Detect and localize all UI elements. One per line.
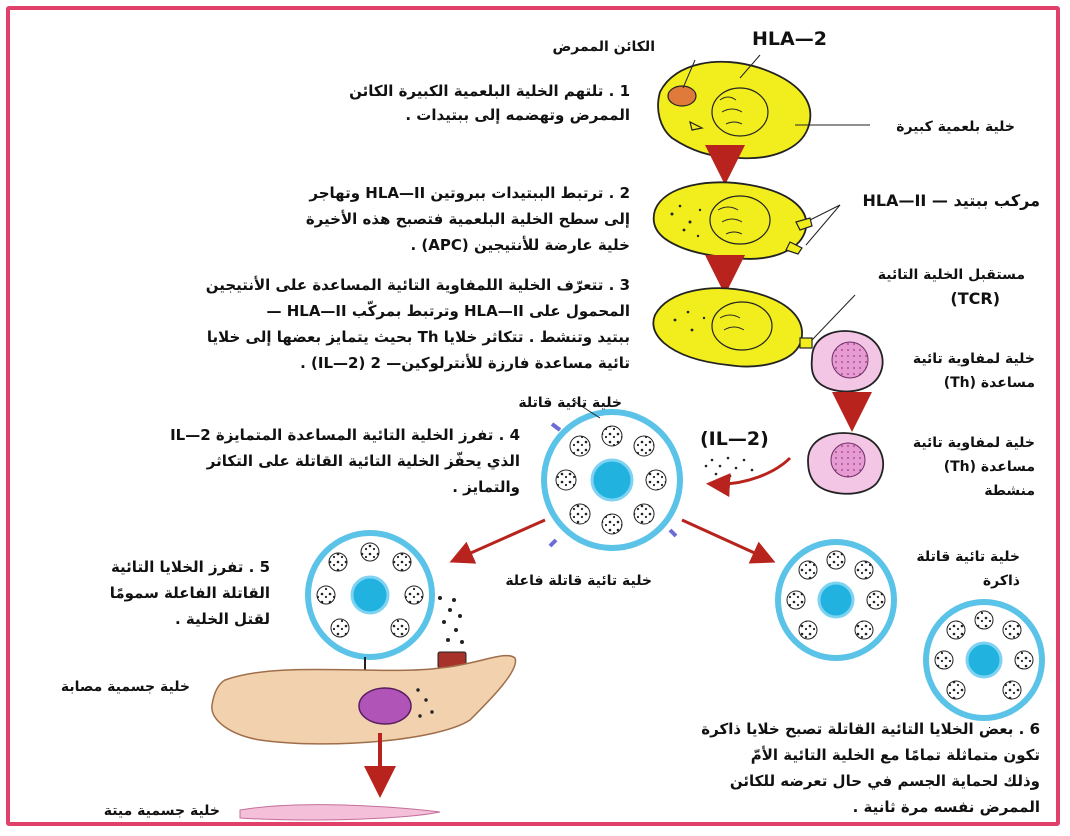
il2-arrow	[712, 458, 790, 484]
step-3-line-3: ببتيد وتنشط . تتكاثر خلايا Th بحيث يتماي…	[207, 324, 630, 350]
label-il2: (IL—2)	[700, 428, 769, 450]
memory-killer-cell-2	[926, 602, 1042, 718]
dead-body-cell	[240, 805, 440, 820]
infected-body-cell	[212, 656, 516, 744]
label-hla2-top: HLA—2	[752, 28, 827, 50]
step-4-line-1: 4 . تفرز الخلية التائية المساعدة المتماي…	[170, 422, 520, 448]
step-3-line-1: 3 . تتعرّف الخلية اللمفاوية التائية المس…	[206, 272, 630, 298]
step-5-line-2: القاتلة الفاعلة سمومًا	[110, 580, 270, 606]
pathogen-icon	[668, 86, 696, 106]
step-5-line-1: 5 . تفرز الخلايا التائية	[111, 554, 270, 580]
step-3-line-4: تائية مساعدة فارزة للأنترلوكين— 2 (IL—2)…	[300, 350, 630, 376]
memory-killer-cell-1	[778, 542, 894, 658]
label-th-cell-line-2: مساعدة (Th)	[944, 372, 1035, 394]
label-th-active-line-3: منشطة	[984, 480, 1035, 502]
macrophage-presenting	[653, 288, 812, 366]
label-peptide-complex: مركب ببتيد — HLA—II	[862, 190, 1040, 212]
step-4-line-3: والتمايز .	[452, 474, 520, 500]
step-6-line-3: وذلك لحماية الجسم في حال تعرضه للكائن	[730, 768, 1040, 794]
toxin-particles	[438, 596, 464, 644]
complex-pointer-a	[810, 205, 840, 220]
step-6-line-4: الممرض نفسه مرة ثانية .	[853, 794, 1040, 820]
label-th-active-line-2: مساعدة (Th)	[944, 456, 1035, 478]
step-5-line-3: لقتل الخلية .	[175, 606, 270, 632]
macrophage-apc	[654, 182, 812, 258]
label-killer-cell: خلية تائية قاتلة	[518, 392, 622, 414]
step-1-line-2: الممرض وتهضمه إلى ببتيدات .	[405, 102, 630, 128]
step-6-line-2: تكون متماثلة تمامًا مع الخلية التائية ال…	[751, 742, 1040, 768]
label-memory-line-2: ذاكرة	[983, 570, 1020, 592]
arrow-to-effector	[455, 520, 545, 560]
label-tcr-line-2: (TCR)	[950, 288, 1000, 310]
il2-particles	[705, 457, 754, 478]
step-1-line-1: 1 . تلتهم الخلية البلعمية الكبيرة الكائن	[349, 78, 630, 104]
step-2-line-2: إلى سطح الخلية البلعمية فتصبح هذه الأخير…	[306, 206, 630, 232]
label-infected-cell: خلية جسمية مصابة	[61, 676, 190, 698]
label-tcr-line-1: مستقبل الخلية التائية	[878, 264, 1025, 286]
label-macrophage: خلية بلعمية كبيرة	[896, 116, 1015, 138]
effector-killer-cell	[308, 533, 432, 657]
label-effector-killer: خلية تائية قاتلة فاعلة	[505, 570, 652, 592]
arrow-to-memory	[682, 520, 770, 560]
macrophage-1	[658, 62, 810, 158]
label-th-cell-line-1: خلية لمفاوية تائية	[913, 348, 1035, 370]
step-4-line-2: الذي يحفّز الخلية التائية القاتلة على ال…	[207, 448, 520, 474]
label-memory-line-1: خلية تائية قاتلة	[916, 546, 1020, 568]
step-3-line-2: المحمول على HLA—II وترتبط بمركّب HLA—II …	[266, 298, 630, 324]
label-dead-cell: خلية جسمية ميتة	[104, 800, 220, 822]
activated-helper-t-cell	[808, 433, 883, 494]
step-2-line-3: خلية عارضة للأنتيجين (APC) .	[410, 232, 630, 258]
step-2-line-1: 2 . ترتبط الببتيدات ببروتين HLA—II وتهاج…	[309, 180, 630, 206]
label-pathogen: الكائن الممرض	[552, 36, 655, 58]
step-6-line-1: 6 . بعض الخلايا التائية القاتلة تصبح خلا…	[701, 716, 1040, 742]
killer-t-cell	[544, 412, 680, 548]
helper-t-cell	[812, 331, 883, 392]
label-th-active-line-1: خلية لمفاوية تائية	[913, 432, 1035, 454]
